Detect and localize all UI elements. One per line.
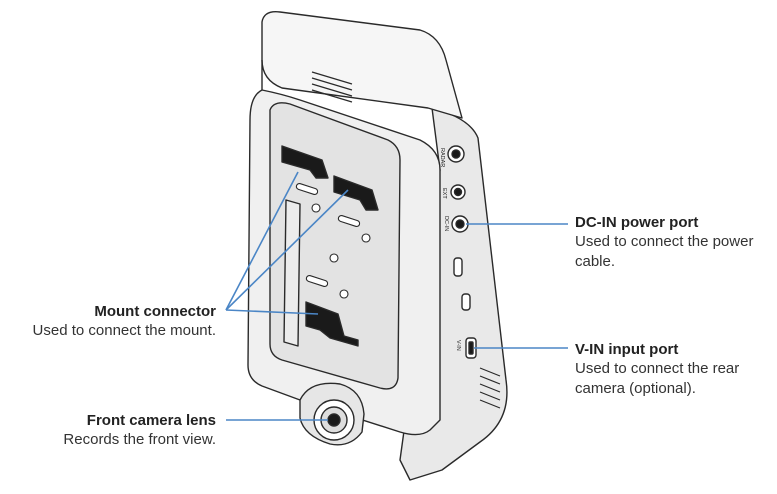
mount-connector-slot-2 [333,175,379,211]
v-in-port-label: V-IN [455,340,461,351]
side-strip [283,199,301,347]
side-vent [479,367,501,409]
lens-callout-description: Records the front view. [63,431,216,448]
dc-in-callout: DC-IN power port Used to connect the pow… [575,213,775,272]
lens-callout: Front camera lens Records the front view… [10,411,216,450]
leader-line-mount-2 [225,189,349,311]
v-in-callout-title: V-IN input port [575,341,679,358]
radar-port-label: RADAR [439,148,445,167]
dc-in-callout-description: Used to connect the power cable. [575,233,754,270]
back-holes [295,182,371,299]
v-in-callout: V-IN input port Used to connect the rear… [575,340,770,399]
top-vent [311,71,353,103]
leader-line-mount-3 [225,309,319,315]
device-recess-plate [269,102,401,390]
mount-connector-slot-3 [305,301,359,347]
leader-line-mount-1 [225,171,299,311]
port-labels: RADAR EXT DC-IN V-IN [439,148,461,351]
mount-connector-slot-1 [281,145,329,179]
ext-port-label: EXT [441,188,447,199]
mount-callout-title: Mount connector [94,303,216,320]
mount-callout-description: Used to connect the mount. [32,322,216,339]
dc-in-port-label: DC-IN [443,216,449,231]
leader-lines [225,171,568,421]
side-slot-2 [461,293,471,311]
dc-in-callout-title: DC-IN power port [575,214,699,231]
mount-connector [281,145,379,347]
device-top-cap [261,11,463,119]
mount-callout: Mount connector Used to connect the moun… [10,302,216,341]
side-ports [447,145,477,359]
side-slot-1 [453,257,463,277]
lens-callout-title: Front camera lens [86,412,216,429]
v-in-callout-description: Used to connect the rear camera (optiona… [575,360,740,397]
dashcam-device [247,11,508,481]
